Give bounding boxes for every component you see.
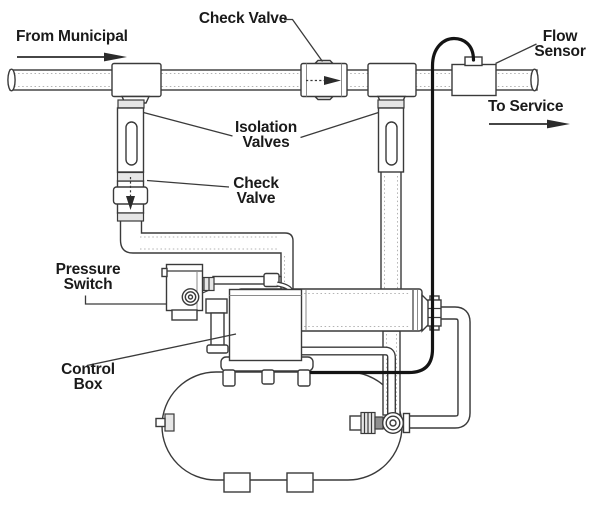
tee-right (367, 62, 417, 109)
leader-flow-sensor (495, 43, 537, 65)
label-control-box-line1: Control (61, 361, 115, 378)
tank-foot-left (223, 472, 251, 493)
label-pressure-switch-line1: Pressure (55, 261, 121, 278)
label-flow-sensor: Flow Sensor (524, 28, 596, 60)
check-valve-vertical (112, 171, 149, 222)
label-control-box: Control Box (56, 361, 120, 393)
label-to-service: To Service (488, 98, 564, 115)
leader-check-valve-left (146, 179, 230, 188)
sensing-pipe (294, 346, 396, 414)
tank-drain-plug (155, 417, 166, 428)
switch-bracket (171, 309, 198, 321)
pump-saddle-bracket (220, 356, 314, 387)
right-arrow-icon (104, 52, 127, 62)
flow-sensor (451, 56, 497, 97)
leader-isolation-left (143, 111, 233, 137)
tank-drain-flange (164, 413, 175, 432)
pipe-open-end-right (530, 68, 539, 92)
label-flow-sensor-line1: Flow (542, 28, 578, 45)
switch-lug (161, 267, 168, 278)
sensor-cable (309, 36, 476, 375)
suction-elbow (205, 298, 229, 354)
control-box (228, 288, 303, 362)
valve-nipple (374, 416, 384, 430)
label-pressure-switch: Pressure Switch (54, 261, 122, 293)
label-isolation-valves-line1: Isolation (235, 119, 297, 136)
label-isolation-valves-line2: Valves (242, 134, 290, 151)
pump-outlet-nut (427, 299, 442, 327)
tube-union (263, 272, 280, 288)
label-check-valve-left-line2: Valve (236, 190, 276, 207)
check-valve-horizontal (300, 59, 348, 101)
leader-pressure-switch (84, 295, 167, 305)
valve-slot (385, 121, 398, 166)
valve-slot (125, 121, 138, 166)
pressure-tank (155, 371, 403, 493)
label-check-valve-left-line1: Check (233, 175, 279, 192)
tank-foot-right (286, 472, 314, 493)
leader-check-valve-top (284, 18, 324, 62)
valve-flange (402, 412, 411, 434)
right-arrow-icon (547, 119, 570, 129)
from-municipal-arrow (17, 52, 127, 62)
label-from-municipal: From Municipal (16, 28, 128, 45)
leader-control-box (86, 333, 237, 367)
label-check-valve-left: Check Valve (225, 175, 287, 207)
discharge-loop-pipe (404, 306, 471, 429)
pipe-open-end-left (7, 68, 16, 92)
right-arrow-icon (324, 76, 341, 85)
pressure-switch (161, 263, 204, 321)
label-check-valve-top: Check Valve (198, 10, 288, 27)
isolation-valve-right (377, 107, 405, 173)
isolation-valve-left (116, 107, 145, 173)
label-flow-sensor-line2: Sensor (534, 43, 586, 60)
tee-left (111, 62, 162, 109)
label-control-box-line2: Box (73, 376, 103, 393)
leader-isolation-right (300, 111, 379, 139)
down-arrow-icon (126, 196, 135, 210)
to-service-arrow (489, 119, 570, 129)
tank-valve-assembly (349, 411, 411, 435)
label-pressure-switch-line2: Switch (63, 276, 113, 293)
label-isolation-valves: Isolation Valves (229, 119, 303, 151)
